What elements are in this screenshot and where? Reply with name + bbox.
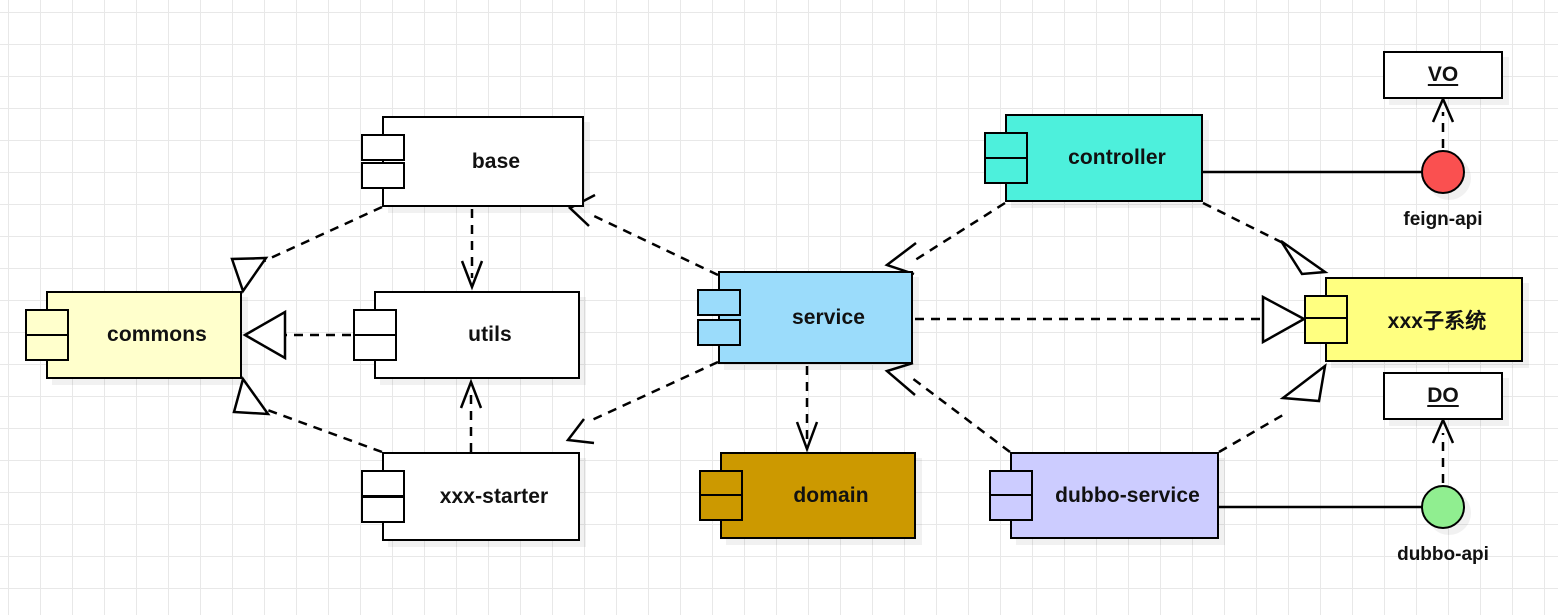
- component-tab-upper: [361, 470, 405, 497]
- component-label: dubbo-service: [1055, 483, 1200, 507]
- edge-base-to-commons: [230, 205, 383, 294]
- component-tab-lower: [697, 319, 741, 346]
- object-box-vo[interactable]: VO: [1383, 51, 1503, 99]
- component-label: commons: [107, 323, 207, 346]
- component-utils[interactable]: utils: [353, 291, 580, 379]
- component-tab-upper: [361, 134, 405, 161]
- component-tab-lower: [361, 162, 405, 189]
- component-controller[interactable]: controller: [984, 114, 1203, 202]
- component-label: domain: [793, 483, 869, 507]
- edge-xxx-starter-to-utils: [459, 378, 483, 452]
- component-service[interactable]: service: [697, 271, 913, 364]
- component-commons[interactable]: commons: [25, 291, 242, 379]
- component-xxx-starter[interactable]: xxx-starter: [361, 452, 580, 541]
- object-box-label: VO: [1427, 63, 1459, 86]
- component-tab-lower: [25, 334, 69, 361]
- component-label: xxx子系统: [1387, 309, 1487, 333]
- edge-dubbo-service-to-subsystem: [1218, 363, 1327, 454]
- component-tab-lower: [361, 496, 405, 523]
- component-tab-lower: [989, 494, 1033, 521]
- object-box-label: DO: [1427, 384, 1459, 407]
- component-tab-lower: [699, 494, 743, 521]
- edge-service-to-subsystem: [915, 294, 1307, 345]
- interface-label-feign-api: feign-api: [1403, 209, 1483, 230]
- component-label: service: [791, 305, 866, 329]
- edge-xxx-starter-to-commons: [232, 376, 383, 454]
- interface-circle-dubbo-api[interactable]: [1421, 485, 1465, 529]
- edge-utils-to-commons: [242, 309, 351, 361]
- component-domain[interactable]: domain: [699, 452, 916, 539]
- edge-controller-to-subsystem: [1202, 201, 1329, 276]
- component-tab-lower: [353, 334, 397, 361]
- component-tab-upper: [699, 470, 743, 497]
- component-tab-upper: [984, 132, 1028, 159]
- component-label: utils: [468, 323, 512, 346]
- edge-controller-to-service: [884, 201, 1006, 276]
- component-dubbo-service[interactable]: dubbo-service: [989, 452, 1219, 539]
- edge-base-to-utils: [460, 209, 484, 291]
- edge-service-to-xxx-starter: [565, 360, 719, 445]
- component-tab-upper: [353, 309, 397, 336]
- edge-feign-api-to-vo: [1431, 95, 1455, 148]
- object-box-do[interactable]: DO: [1383, 372, 1503, 420]
- component-tab-upper: [989, 470, 1033, 497]
- component-tab-lower: [1304, 317, 1348, 344]
- edge-dubbo-service-to-service: [884, 361, 1011, 453]
- component-tab-upper: [697, 289, 741, 316]
- component-tab-upper: [25, 309, 69, 336]
- component-label: controller: [1068, 146, 1166, 169]
- edge-service-to-base: [567, 193, 719, 277]
- interface-label-dubbo-api: dubbo-api: [1397, 544, 1489, 565]
- component-xxx-subsystem[interactable]: xxx子系统: [1304, 277, 1523, 362]
- edge-dubbo-api-to-do: [1431, 416, 1455, 483]
- component-base[interactable]: base: [361, 116, 584, 207]
- component-label: base: [471, 149, 521, 173]
- component-label: xxx-starter: [439, 484, 549, 508]
- interface-circle-feign-api[interactable]: [1421, 150, 1465, 194]
- component-tab-lower: [984, 157, 1028, 184]
- edge-service-to-domain: [795, 366, 819, 453]
